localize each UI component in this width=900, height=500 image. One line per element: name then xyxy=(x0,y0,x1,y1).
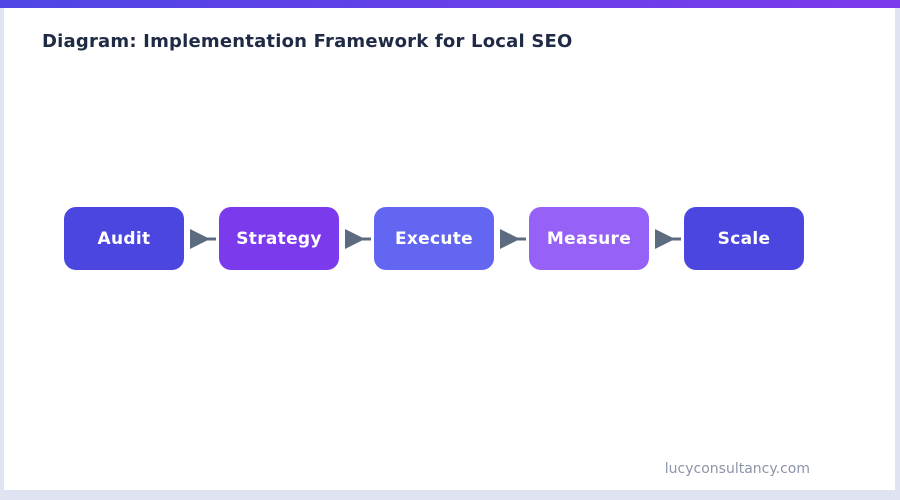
footer-watermark: lucyconsultancy.com xyxy=(664,461,810,477)
step-execute: Execute xyxy=(374,207,494,270)
page-title: Diagram: Implementation Framework for Lo… xyxy=(42,31,573,52)
step-label: Execute xyxy=(394,228,474,249)
step-label: Measure xyxy=(546,228,632,249)
step-strategy: Strategy xyxy=(219,207,339,270)
step-label: Audit xyxy=(97,228,151,249)
step-measure: Measure xyxy=(529,207,649,270)
arrow-right-icon xyxy=(494,207,529,270)
step-scale: Scale xyxy=(684,207,804,270)
step-label: Scale xyxy=(717,228,771,249)
canvas: Diagram: Implementation Framework for Lo… xyxy=(4,8,895,490)
step-label: Strategy xyxy=(236,228,322,249)
flow-diagram: Audit Strategy Execute xyxy=(64,207,804,270)
arrow-right-icon xyxy=(649,207,684,270)
step-audit: Audit xyxy=(64,207,184,270)
top-accent-bar xyxy=(0,0,900,8)
arrow-right-icon xyxy=(339,207,374,270)
arrow-right-icon xyxy=(184,207,219,270)
